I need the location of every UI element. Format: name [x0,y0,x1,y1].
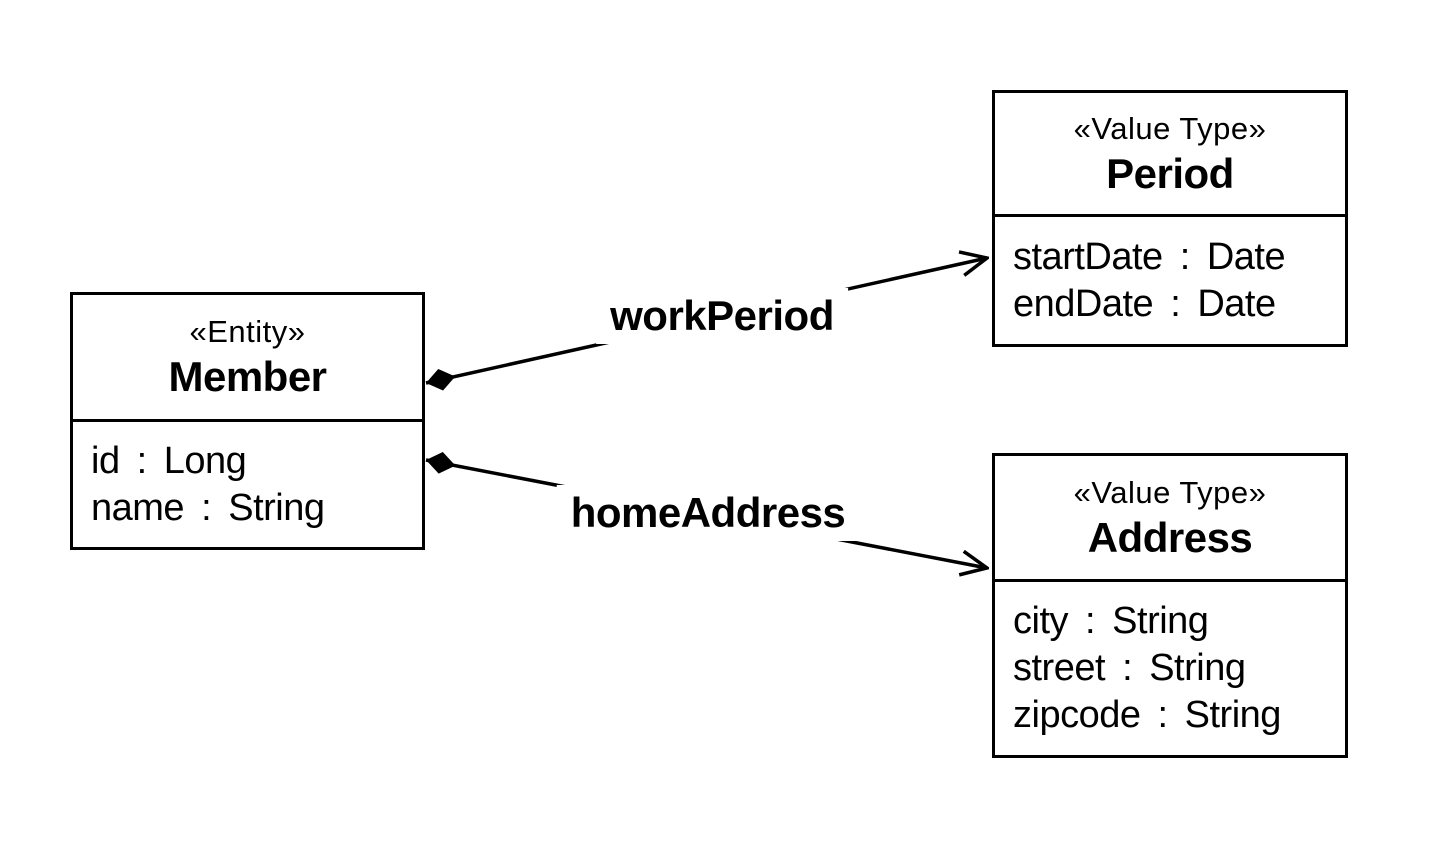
attribute-name: name : String [91,486,325,529]
association-label-workperiod: workPeriod [596,288,848,344]
class-period-attributes: startDate : Date endDate : Date [995,217,1345,344]
class-address-attributes: city : String street : String zipcode : … [995,582,1345,755]
class-member-stereotype: «Entity» [189,314,306,349]
attribute-id: id : Long [91,439,247,482]
class-period-stereotype: «Value Type» [1073,110,1267,146]
attribute-city: city : String [1013,600,1209,642]
attribute-startdate: startDate : Date [1013,235,1286,278]
class-member-attributes: id : Long name : String [73,422,422,547]
class-box-period: «Value Type» Period startDate : Date end… [992,90,1348,347]
class-period-name: Period [1106,149,1234,197]
attribute-zipcode: zipcode : String [1013,694,1281,736]
class-box-address: «Value Type» Address city : String stree… [992,453,1348,758]
attribute-enddate: endDate : Date [1013,282,1276,325]
class-address-header: «Value Type» Address [995,456,1345,582]
attribute-street: street : String [1013,647,1246,689]
class-address-name: Address [1087,513,1253,561]
class-box-member: «Entity» Member id : Long name : String [70,292,425,550]
class-address-stereotype: «Value Type» [1073,474,1267,510]
class-member-header: «Entity» Member [73,295,422,422]
association-label-homeaddress: homeAddress [556,485,860,541]
class-period-header: «Value Type» Period [995,93,1345,217]
class-member-name: Member [168,353,327,400]
